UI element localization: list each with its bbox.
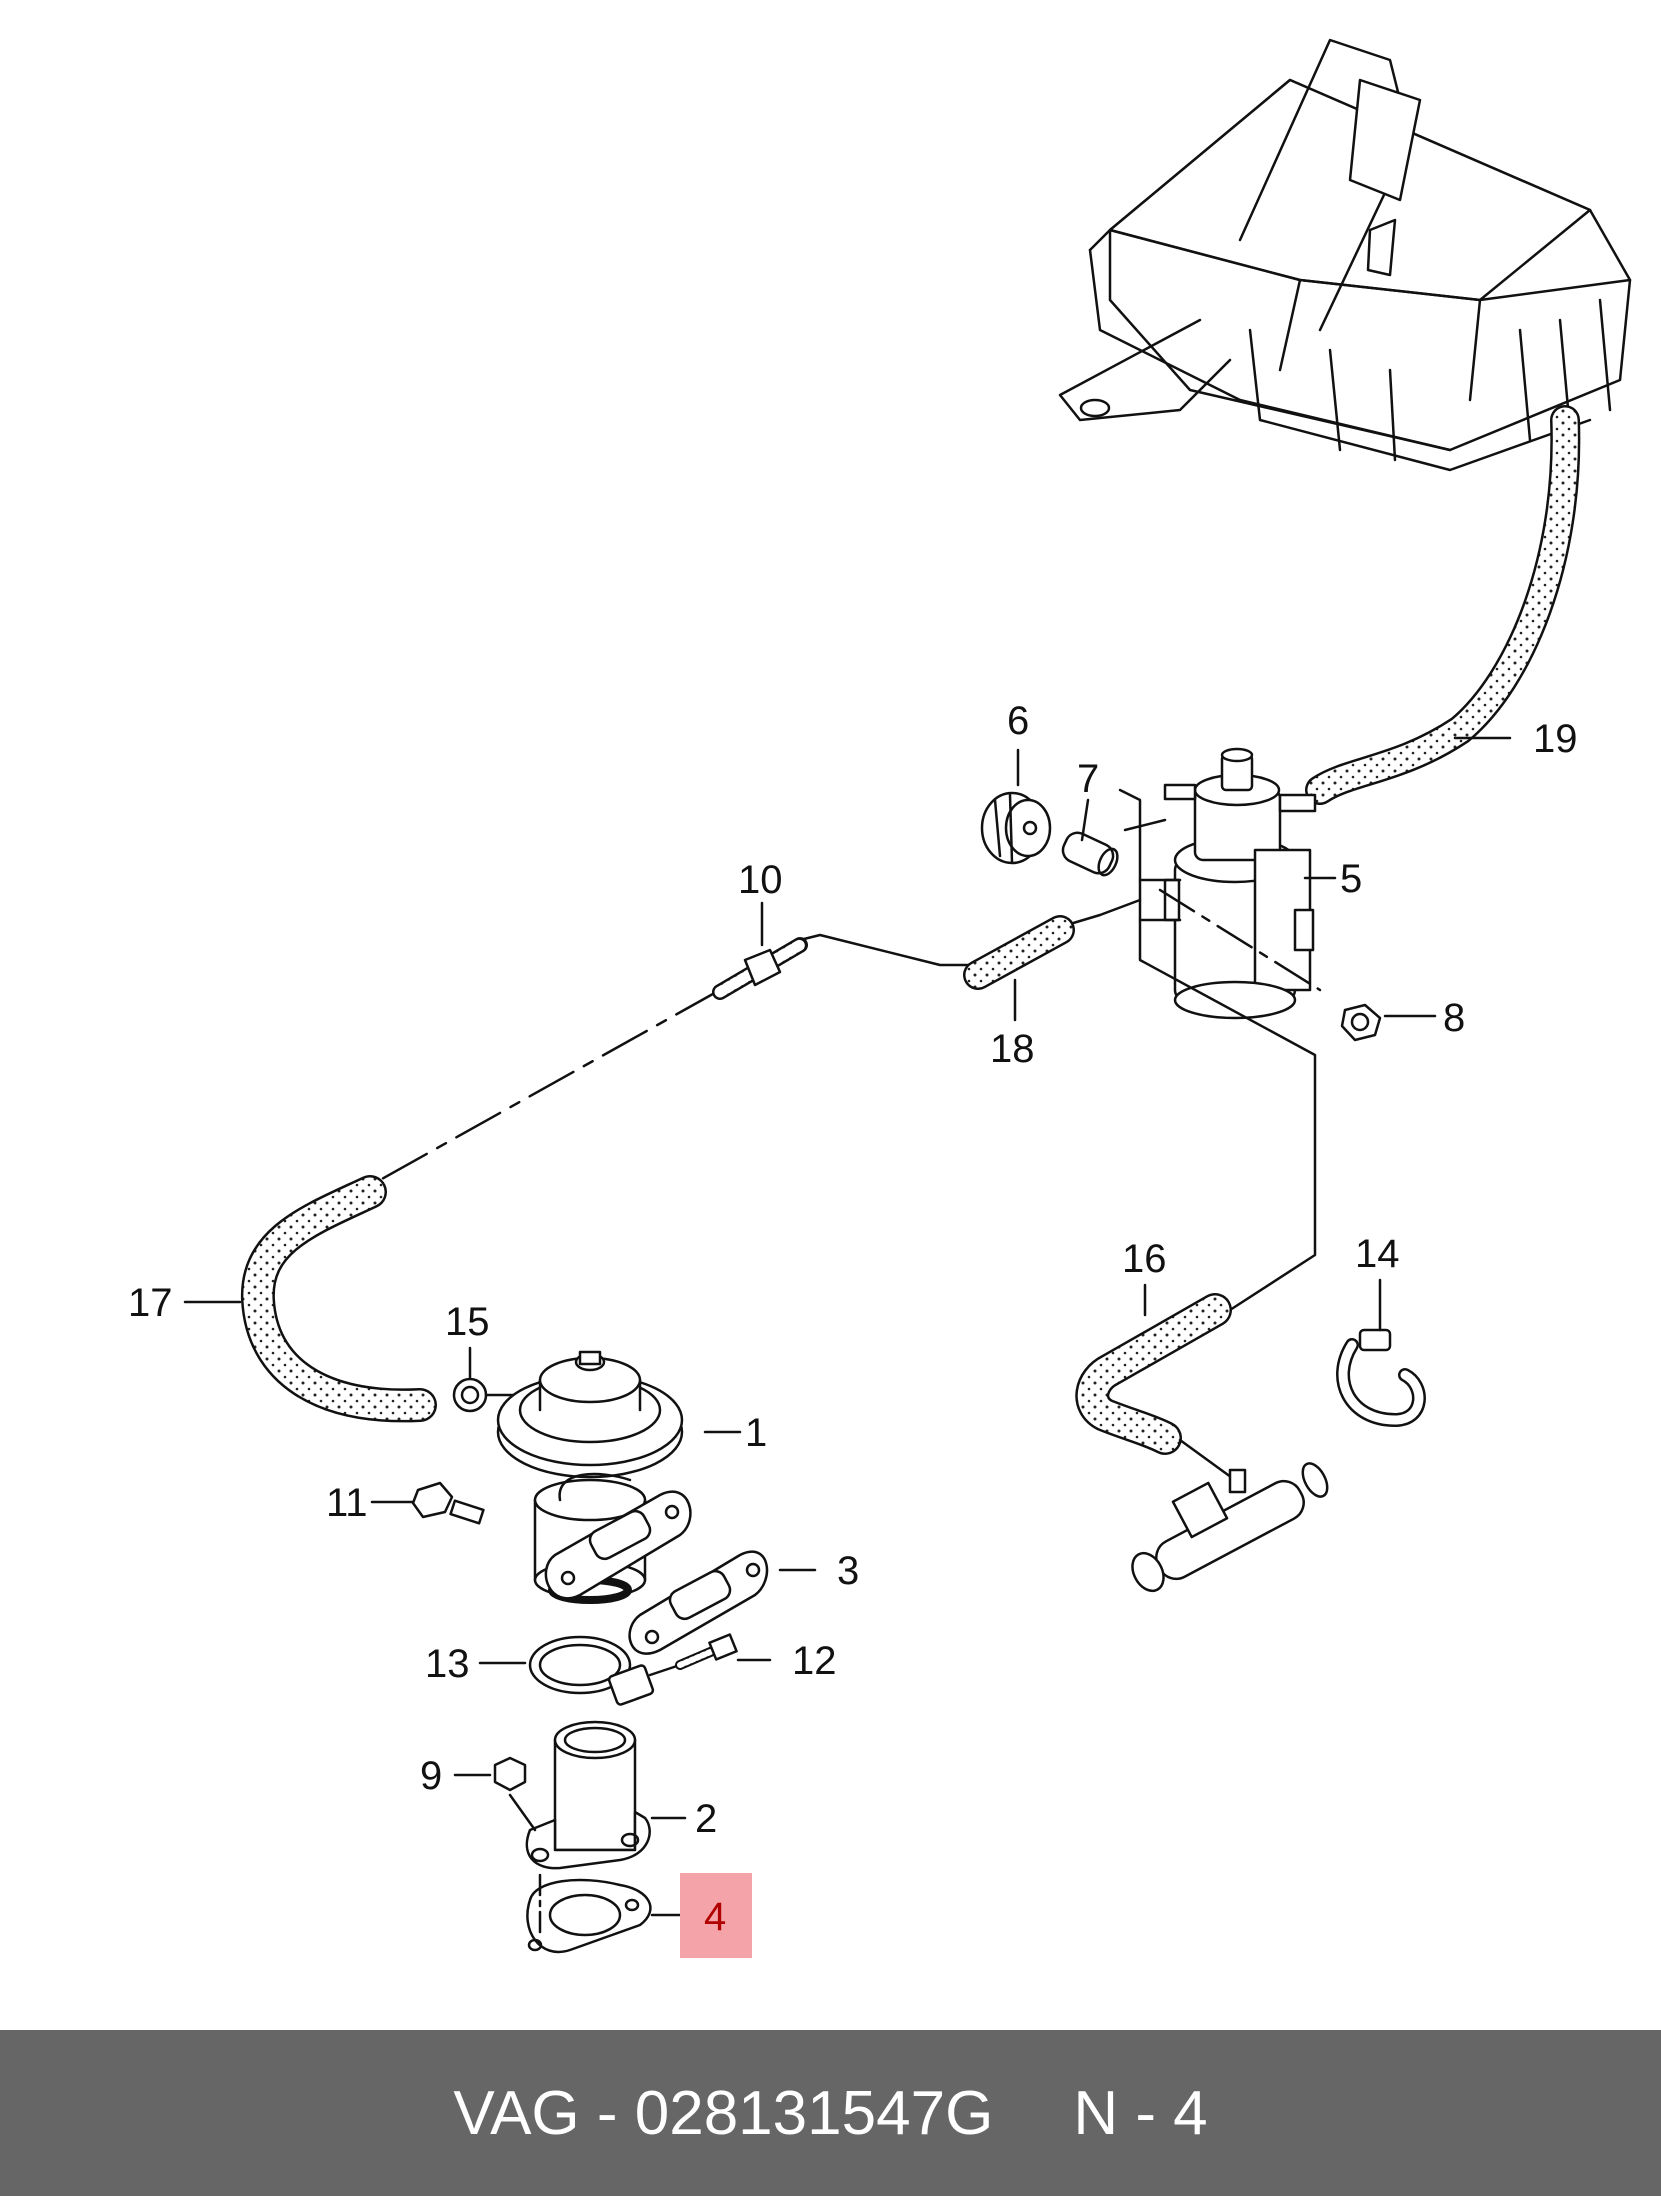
callout-14: 14	[1355, 1232, 1400, 1276]
callout-1: 1	[745, 1411, 767, 1455]
callout-10: 10	[738, 858, 783, 902]
bolt-11	[411, 1481, 485, 1525]
callout-16: 16	[1122, 1237, 1167, 1281]
callout-3: 3	[837, 1549, 859, 1593]
callout-9: 9	[420, 1754, 442, 1798]
callout-6: 6	[1007, 699, 1029, 743]
part-number-footer: VAG - 028131547G N - 4	[0, 2030, 1661, 2196]
callout-11: 11	[326, 1481, 368, 1525]
callout-15: 15	[445, 1300, 490, 1344]
callout-8: 8	[1443, 996, 1465, 1040]
connector-sleeve	[1061, 831, 1119, 877]
nut-9	[493, 1756, 537, 1832]
t-connector	[1131, 1462, 1329, 1593]
callout-2: 2	[695, 1797, 717, 1841]
parts-diagram: 1 2 3 4 5 6 7 8 9 10 11 12 13 14 15 16 1…	[128, 38, 1632, 1958]
grommet	[980, 791, 1052, 865]
pipe-2	[525, 1720, 651, 1870]
hose-18	[965, 917, 1073, 988]
callout-13: 13	[425, 1642, 470, 1686]
callout-leaders	[183, 736, 1512, 1917]
callout-5: 5	[1340, 857, 1362, 901]
bolt-12	[675, 1633, 738, 1670]
gasket-3	[628, 1550, 769, 1655]
highlight-box	[680, 1873, 752, 1958]
hose-clamp-14	[1336, 1328, 1426, 1427]
callout-17: 17	[128, 1281, 173, 1325]
callout-18: 18	[990, 1027, 1035, 1071]
gasket-4	[526, 1873, 652, 1954]
callout-labels: 1 2 3 4 5 6 7 8 9 10 11 12 13 14 15 16 1…	[128, 699, 1578, 1939]
nut-8	[1340, 1003, 1382, 1042]
fitting-10	[712, 937, 808, 1000]
flange	[544, 1490, 692, 1600]
callout-19: 19	[1533, 717, 1578, 761]
solenoid-valve	[1163, 747, 1317, 1020]
brand-part-number: VAG - 028131547G	[453, 2078, 994, 2148]
position-reference: N - 4	[1073, 2078, 1208, 2148]
callout-12: 12	[792, 1639, 837, 1683]
clamp-13	[528, 1635, 682, 1706]
air-filter-housing	[1058, 38, 1632, 472]
callout-7: 7	[1077, 757, 1099, 801]
callout-4: 4	[704, 1895, 726, 1939]
